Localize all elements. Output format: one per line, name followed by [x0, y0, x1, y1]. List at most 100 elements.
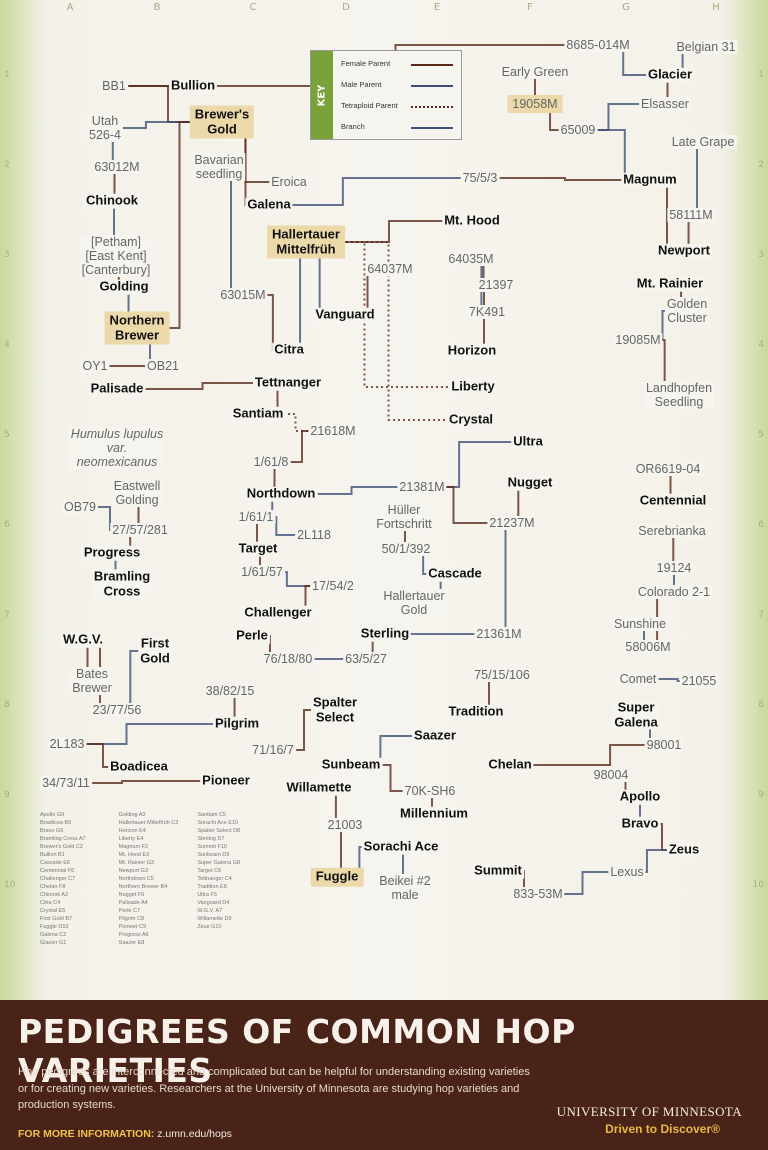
row-label-left-1: 1 [4, 70, 10, 80]
variety-horizon: Horizon [445, 342, 499, 359]
variety-newport: Newport [656, 242, 712, 259]
variety-colorado: Colorado 2-1 [635, 585, 713, 599]
variety-batesbrewer: Bates Brewer [70, 667, 114, 695]
variety-lexus: Lexus [608, 865, 646, 879]
variety-comet: Comet [617, 672, 659, 686]
key-female-line [411, 64, 453, 66]
variety-mthood: Mt. Hood [442, 212, 502, 229]
variety-mtrainier: Mt. Rainier [634, 275, 706, 292]
index-entry: Willamette D9 [197, 915, 232, 922]
column-label-h: H [712, 2, 720, 13]
pedigree-link [67, 718, 239, 745]
index-entry: Bramling Cross A7 [40, 835, 86, 842]
variety-hallmittel: Hallertauer Mittelfrüh [267, 225, 345, 259]
index-entry: Chelan F8 [40, 883, 66, 890]
key-male-line [411, 85, 453, 87]
variety-n1618: 1/61/8 [251, 455, 291, 469]
index-entry: W.G.V. A7 [197, 907, 223, 914]
variety-n98001: 98001 [644, 738, 684, 752]
row-label-left-7: 7 [4, 610, 10, 620]
row-label-right-4: 4 [758, 340, 764, 350]
variety-sorachi: Sorachi Ace [361, 838, 441, 855]
index-entry: Brewer's Gold C2 [40, 843, 83, 850]
column-label-e: E [433, 2, 441, 13]
column-label-g: G [622, 2, 630, 13]
variety-zeus: Zeus [666, 841, 702, 858]
variety-centennial: Centennial [637, 492, 709, 509]
variety-northernbrewer: Northern Brewer [104, 311, 170, 345]
variety-magnum: Magnum [621, 171, 679, 188]
variety-sunbeam: Sunbeam [319, 756, 383, 773]
variety-n64035: 64035M [446, 252, 496, 266]
row-label-right-9: 9 [758, 790, 764, 800]
variety-golding: Golding [97, 278, 151, 295]
footer-title: PEDIGREES OF COMMON HOP VARIETIES [18, 1012, 576, 1090]
variety-n63012: 63012M [92, 160, 142, 174]
variety-palisade: Palisade [88, 380, 146, 397]
variety-vanguard: Vanguard [313, 306, 377, 323]
index-entry: Citra C4 [40, 899, 61, 906]
index-entry: Chinook A2 [40, 891, 69, 898]
index-entry: Progress A6 [118, 931, 149, 938]
variety-n17542: 17/54/2 [310, 579, 356, 593]
variety-hullerf: Hüller Fortschritt [374, 503, 434, 531]
key-tab-label: KEY [316, 84, 328, 106]
variety-n63527: 63/5/27 [343, 652, 389, 666]
row-label-right-6: 6 [758, 520, 764, 530]
pedigree-link [497, 522, 512, 640]
index-entry: Challenger C7 [40, 875, 76, 882]
variety-n21003: 21003 [325, 818, 365, 832]
variety-firstgold: First Gold [138, 635, 172, 666]
row-label-right-7: 7 [758, 610, 764, 620]
variety-n70ksh6: 70K-SH6 [402, 784, 458, 798]
variety-n63015: 63015M [218, 288, 268, 302]
index-entry: Tettnanger C4 [197, 875, 232, 882]
column-label-c: C [249, 2, 257, 13]
variety-galena: Galena [245, 196, 293, 213]
variety-ultra: Ultra [511, 433, 545, 450]
index-entry: Sterling D7 [197, 835, 225, 842]
pedigree-link [480, 174, 652, 186]
variety-eastwell: Eastwell Golding [111, 479, 163, 507]
row-label-right-5: 5 [758, 430, 764, 440]
variety-summit: Summit [472, 862, 524, 879]
variety-sunshine: Sunshine [611, 617, 669, 631]
footer-description: Hop pedigrees are interconnected and com… [18, 1066, 530, 1111]
variety-crystal: Crystal [446, 411, 496, 428]
variety-elsasser: Elsasser [639, 97, 691, 111]
variety-pioneer: Pioneer [200, 772, 252, 789]
variety-glacier: Glacier [645, 66, 695, 83]
variety-liberty: Liberty [449, 378, 497, 395]
index-entry: Golding A3 [118, 812, 146, 818]
index-entry: Saazer E8 [118, 939, 145, 946]
footer-more-info: FOR MORE INFORMATION: z.umn.edu/hops [18, 1128, 232, 1140]
index-entry: Liberty E4 [118, 835, 144, 842]
variety-citra: Citra [272, 341, 306, 358]
pedigree-link [269, 172, 482, 206]
variety-n501392: 50/1/392 [379, 542, 433, 556]
variety-n71167: 71/16/7 [250, 743, 296, 757]
variety-n1611: 1/61/1 [236, 510, 276, 524]
variety-saazer: Saazer [412, 727, 458, 744]
variety-hallgold: Hallertauer Gold [381, 589, 447, 617]
footer-banner: PEDIGREES OF COMMON HOP VARIETIES Hop pe… [0, 1000, 768, 1150]
index-entry: Apollo G9 [40, 812, 65, 818]
variety-brewersgold: Brewer's Gold [189, 105, 255, 139]
row-label-left-10: 10 [4, 880, 16, 890]
university-tagline: Driven to Discover® [605, 1122, 720, 1136]
index-entry: Vanguard D4 [197, 899, 230, 906]
variety-n761880: 76/18/80 [261, 652, 315, 666]
variety-bramling: Bramling Cross [91, 568, 153, 599]
variety-lategrape: Late Grape [669, 135, 737, 149]
key-male-label: Male Parent [341, 80, 382, 89]
variety-tradition: Tradition [446, 703, 506, 720]
index-entry: Hallertauer Mittelfrüh C3 [118, 819, 179, 826]
index-entry: Spalter Select D8 [197, 827, 241, 834]
more-info-link[interactable]: z.umn.edu/hops [157, 1128, 232, 1140]
variety-pilgrim: Pilgrim [212, 715, 262, 732]
variety-or6619: OR6619-04 [633, 462, 703, 476]
variety-millennium: Millennium [398, 805, 470, 822]
index-entry: Bravo G9 [40, 827, 64, 834]
index-entry: Summit F10 [197, 843, 227, 850]
variety-landhopfen: Landhopfen Seedling [643, 381, 715, 409]
